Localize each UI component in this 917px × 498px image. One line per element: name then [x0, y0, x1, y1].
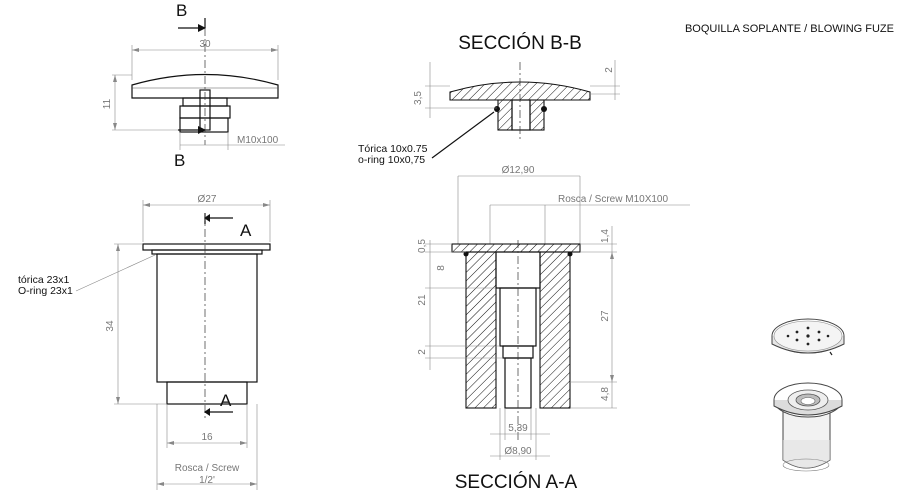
- section-marker-b-bottom: B: [174, 151, 185, 170]
- aa-oring-right-icon: [567, 251, 573, 257]
- section-aa: Ø12,90 Rosca / Screw M10X100 0,5 8 21 2: [417, 165, 690, 493]
- dim-aa-diameter-12-90: Ø12,90: [502, 165, 535, 176]
- drawing-title: BOQUILLA SOPLANTE / BLOWING FUZE: [685, 23, 894, 35]
- cap-top-view: [131, 73, 279, 99]
- arrow-a-top-icon: [204, 214, 210, 222]
- section-bb: SECCIÓN B-B 2 3,5 Tórica 10x0.75 o-ring …: [358, 32, 620, 166]
- top-view: B 30 11 M10x100 B: [102, 1, 285, 170]
- dim-diameter-27: Ø27: [198, 194, 217, 205]
- dim-aa-4-8: 4,8: [600, 387, 611, 401]
- section-bb-title: SECCIÓN B-B: [458, 32, 582, 54]
- flange-section-aa: [451, 243, 581, 253]
- bb-oring-label-es: Tórica 10x0.75: [358, 143, 428, 155]
- oring-small-right-icon: [541, 106, 547, 112]
- aa-thread-label: Rosca / Screw M10X100: [558, 194, 668, 205]
- aa-oring-left-icon: [463, 251, 469, 257]
- dim-width-16: 16: [201, 432, 213, 443]
- dim-height-11: 11: [102, 98, 113, 109]
- isometric-views: [771, 318, 845, 472]
- thread-front: [166, 381, 248, 405]
- flange-front: [142, 243, 271, 251]
- section-marker-a-top: A: [240, 221, 252, 240]
- dim-aa-27: 27: [600, 310, 611, 322]
- dim-aa-5-39: 5,39: [508, 423, 528, 434]
- section-marker-b-top: B: [176, 1, 187, 20]
- oring-label-es: tórica 23x1: [18, 274, 70, 286]
- thread-value: 1/2': [199, 475, 215, 486]
- arrow-a-bottom-icon: [204, 408, 210, 416]
- dim-aa-diameter-8-90: Ø8,90: [504, 446, 532, 457]
- dim-aa-21: 21: [417, 294, 428, 306]
- dim-bb-3-5: 3,5: [413, 91, 424, 105]
- dim-thread-m10: M10x100: [237, 135, 279, 146]
- dim-aa-8: 8: [436, 265, 447, 271]
- wall-left-section-aa: [465, 251, 497, 409]
- section-marker-a-bottom: A: [220, 391, 232, 410]
- wall-right-section-aa: [539, 251, 571, 409]
- dim-height-34: 34: [105, 320, 116, 332]
- oring-label-en: O-ring 23x1: [18, 285, 73, 297]
- arrow-b-top-icon: [198, 24, 206, 32]
- dim-aa-2: 2: [417, 349, 428, 355]
- oring-small-left-icon: [494, 106, 500, 112]
- section-aa-title: SECCIÓN A-A: [455, 471, 578, 493]
- dim-aa-0-5: 0,5: [417, 239, 428, 253]
- dim-aa-1-4: 1,4: [600, 229, 611, 243]
- dim-bb-2: 2: [604, 67, 615, 73]
- thread-label: Rosca / Screw: [175, 463, 240, 474]
- front-view: Ø27 A tórica 23x1 O-ring 23x1 34 A: [18, 194, 271, 490]
- body-front: [156, 253, 258, 383]
- bb-oring-label-en: o-ring 10x0,75: [358, 154, 425, 166]
- arrow-b-bottom-icon: [198, 126, 206, 134]
